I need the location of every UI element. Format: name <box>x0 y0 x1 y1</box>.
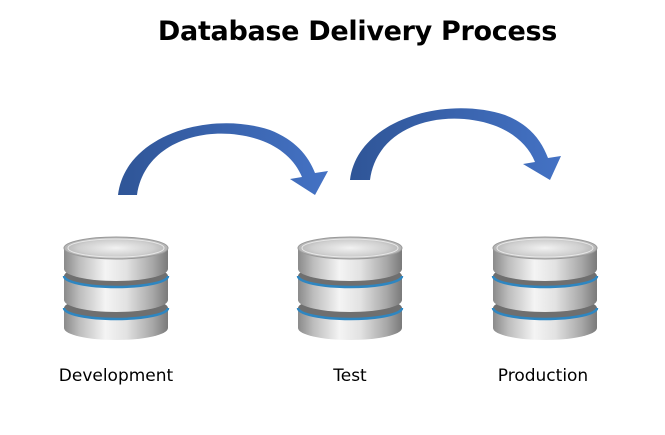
stage-label-test: Test <box>333 366 367 386</box>
database-icon-development <box>62 236 170 344</box>
database-icon-test <box>296 236 404 344</box>
database-icon-production <box>491 236 599 344</box>
curved-arrow-icon <box>118 123 328 195</box>
stage-label-production: Production <box>497 366 589 386</box>
curved-arrow-icon <box>350 108 561 180</box>
diagram-title: Database Delivery Process <box>157 16 558 47</box>
stage-label-development: Development <box>58 366 174 386</box>
